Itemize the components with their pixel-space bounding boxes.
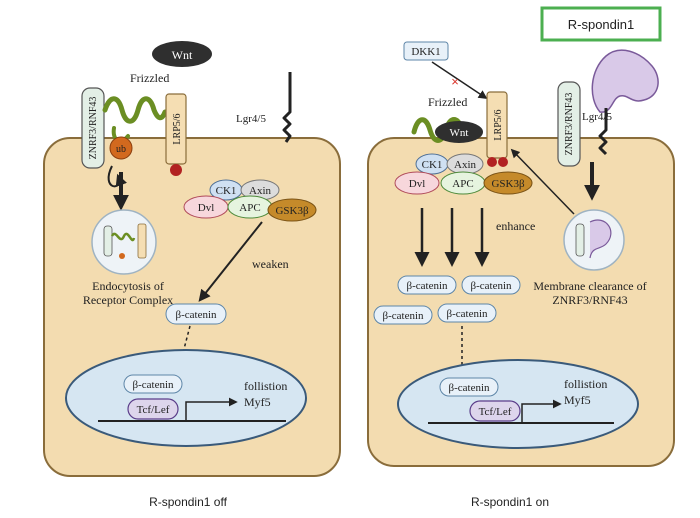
left-tcf-label: Tcf/Lef: [137, 404, 170, 416]
left-axin-label: Axin: [249, 185, 272, 197]
right-lgr-label: Lgr4/5: [582, 111, 612, 123]
right-lrp-phospho-1: [487, 157, 497, 167]
right-znrf3-receptor: [557, 81, 581, 167]
right-tcf-lef: [469, 400, 521, 422]
right-bcatenin-4: [437, 303, 497, 323]
left-bcatenin-nuclear: [123, 374, 183, 394]
left-endocytosis-label-2: Receptor Complex: [83, 293, 173, 307]
left-tcf-lef: [127, 398, 179, 420]
right-bcatenin-1-label: β-catenin: [406, 280, 448, 292]
left-gsk-label: GSK3β: [275, 205, 309, 217]
left-myf5-label: Myf5: [244, 395, 271, 409]
rspondin-box: [540, 6, 662, 42]
right-lrp-phospho-2: [498, 157, 508, 167]
right-myf5-label: Myf5: [564, 393, 591, 407]
right-bcatenin-1: [397, 275, 457, 295]
right-bcatenin-nuclear-label: β-catenin: [448, 382, 490, 394]
left-bcatenin-label: β-catenin: [175, 309, 217, 321]
left-znrf3-label: ZNRF3/RNF43: [88, 97, 99, 160]
right-frizzled-receptor: [411, 117, 465, 143]
left-weaken-label: weaken: [252, 257, 289, 271]
right-dvl-label: Dvl: [409, 178, 426, 190]
right-lgr-receptor: [598, 108, 608, 156]
left-lrp-label: LRP5/6: [172, 113, 183, 144]
right-follistion-label: follistion: [564, 377, 607, 391]
left-bcatenin: [165, 303, 227, 325]
left-panel: Wnt ZNRF3/RNF43 Frizzled ub LRP5/6 Lgr4/…: [43, 41, 341, 509]
right-bcatenin-3: [373, 305, 433, 325]
left-ck1-label: CK1: [216, 185, 237, 197]
left-bcatenin-nuclear-label: β-catenin: [132, 379, 174, 391]
rspondin-box-label: R-spondin1: [568, 17, 635, 32]
left-znrf3-receptor: [81, 87, 105, 169]
left-dvl-label: Dvl: [198, 202, 215, 214]
rspondin-ligand: [591, 49, 659, 113]
left-lgr-label: Lgr4/5: [236, 113, 266, 125]
right-dvl: [394, 171, 440, 195]
left-frizzled-label: Frizzled: [130, 71, 169, 85]
right-gsk3b: [483, 171, 533, 195]
right-frizzled-label: Frizzled: [428, 95, 467, 109]
membrane-clearance-label-2: ZNRF3/RNF43: [552, 293, 627, 307]
right-gsk-label: GSK3β: [491, 178, 525, 190]
right-panel: R-spondin1 DKK1 × Frizzled Wnt LRP5/6 ZN…: [367, 6, 675, 509]
dkk1-block-x: ×: [451, 74, 459, 89]
dkk1: [403, 41, 449, 61]
left-wnt-ligand: [152, 41, 212, 67]
right-wnt-ligand: [435, 121, 483, 143]
dkk1-label: DKK1: [411, 46, 440, 58]
right-axin-label: Axin: [454, 159, 477, 171]
left-gsk3b: [267, 198, 317, 222]
left-lgr-receptor: [282, 72, 292, 143]
right-bcatenin-2: [461, 275, 521, 295]
left-endocytosis-label-1: Endocytosis of: [92, 279, 164, 293]
left-ub-label: ub: [116, 144, 126, 155]
right-ck1-label: CK1: [422, 159, 443, 171]
left-follistion-label: follistion: [244, 379, 287, 393]
right-caption: R-spondin1 on: [471, 495, 549, 509]
left-wnt-label: Wnt: [172, 48, 193, 62]
right-lrp-receptor: [486, 91, 508, 159]
left-caption: R-spondin1 off: [149, 495, 227, 509]
right-znrf3-label: ZNRF3/RNF43: [564, 93, 575, 156]
right-wnt-label: Wnt: [450, 127, 469, 139]
right-bcatenin-3-label: β-catenin: [382, 310, 424, 322]
left-ubiquitin: [109, 136, 133, 160]
right-lrp-label: LRP5/6: [493, 109, 504, 140]
enhance-label: enhance: [496, 219, 535, 233]
right-bcatenin-2-label: β-catenin: [470, 280, 512, 292]
left-apc-label: APC: [239, 202, 260, 214]
right-nucleus: [397, 359, 639, 449]
left-frizzled-receptor: [102, 96, 168, 124]
left-lrp-phospho: [170, 164, 182, 176]
right-apc-label: APC: [452, 178, 473, 190]
right-tcf-label: Tcf/Lef: [479, 406, 512, 418]
right-bcatenin-nuclear: [439, 377, 499, 397]
membrane-clearance-label-1: Membrane clearance of: [533, 279, 646, 293]
right-bcatenin-4-label: β-catenin: [446, 308, 488, 320]
